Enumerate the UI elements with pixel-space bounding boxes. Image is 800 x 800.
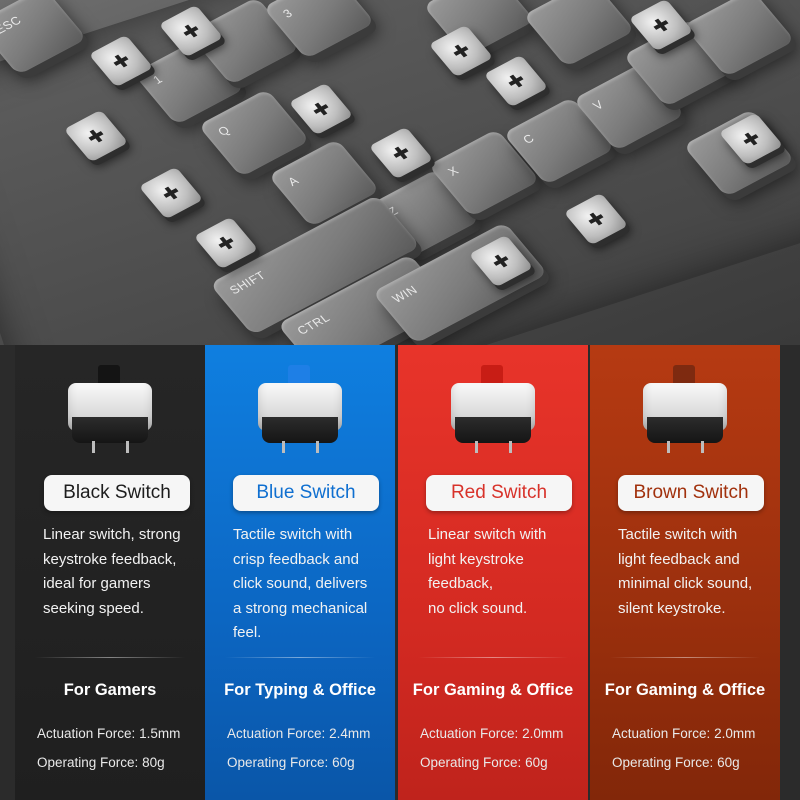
switch-base [455, 417, 531, 443]
switch-stem [673, 365, 695, 387]
use-case: For Gaming & Office [604, 681, 766, 699]
divider [35, 657, 185, 658]
spec-value: 2.0mm [714, 726, 756, 741]
switch-base [262, 417, 338, 443]
spec-value: 60g [717, 755, 740, 770]
spec-label: Actuation Force: [227, 726, 326, 741]
switch-name: Black Switch [44, 475, 190, 511]
description-line: Tactile switch with [618, 526, 738, 543]
description-line: Linear switch, strong [43, 526, 181, 543]
switch-pin [126, 441, 129, 453]
switch-stem [481, 365, 503, 387]
spec-label: Actuation Force: [37, 726, 136, 741]
description-line: seeking speed. [43, 599, 144, 617]
switch-base [72, 417, 148, 443]
divider [418, 657, 568, 658]
description-line: light keystroke [428, 550, 524, 568]
switch-card-black: Black Switch Linear switch, strong keyst… [15, 345, 205, 800]
switch-base [647, 417, 723, 443]
keycap-label: A [285, 173, 302, 189]
switch-pin [701, 441, 704, 453]
keyboard-photo: ESC 1 2 3 Q A Z X C V SHIFT CTRL WIN [0, 0, 800, 345]
description-line: ideal for gamers [43, 575, 151, 592]
use-case: For Typing & Office [224, 681, 376, 699]
description-line: feedback, [428, 575, 494, 592]
keycap-label: Q [215, 123, 233, 139]
keycap-label: 1 [150, 72, 166, 87]
keycap-label: V [590, 97, 607, 113]
description-line: keystroke feedback, [43, 550, 177, 568]
switch-pin [509, 441, 512, 453]
operating-force: Operating Force: 60g [420, 755, 585, 770]
actuation-force: Actuation Force: 2.4mm [227, 726, 392, 741]
switch-pin [475, 441, 478, 453]
description-line: light feedback and [618, 550, 740, 568]
keycap-label: X [445, 163, 462, 179]
spec-label: Operating Force: [37, 755, 139, 770]
spec-value: 60g [332, 755, 355, 770]
use-case: For Gamers [63, 681, 157, 699]
switch-card-blue: Blue Switch Tactile switch with crisp fe… [205, 345, 395, 800]
divider [610, 657, 760, 658]
switch-pin [667, 441, 670, 453]
keycap-label: C [520, 131, 538, 147]
switch-description: Linear switch, strong keystroke feedback… [43, 523, 203, 621]
description-line: click sound, delivers [233, 575, 368, 592]
switch-description: Tactile switch with light feedback and m… [618, 523, 778, 621]
divider [225, 657, 375, 658]
description-line: no click sound. [428, 599, 528, 617]
operating-force: Operating Force: 80g [37, 755, 202, 770]
spec-label: Operating Force: [420, 755, 522, 770]
spec-label: Actuation Force: [612, 726, 711, 741]
actuation-force: Actuation Force: 1.5mm [37, 726, 202, 741]
switch-name: Blue Switch [233, 475, 379, 511]
red-switch-image [443, 365, 543, 460]
keycap-label: 3 [280, 6, 296, 21]
use-case: For Gaming & Office [412, 681, 574, 699]
spec-value: 2.4mm [329, 726, 371, 741]
keycap-label: CTRL [294, 310, 333, 338]
description-line: minimal click sound, [618, 575, 753, 592]
switch-card-brown: Brown Switch Tactile switch with light f… [590, 345, 780, 800]
description-line: feel. [233, 624, 262, 641]
description-line: a strong mechanical [233, 599, 368, 617]
keycap-label: ESC [0, 13, 25, 37]
switch-pin [92, 441, 95, 453]
description-line: Tactile switch with [233, 526, 353, 543]
description-line: crisp feedback and [233, 550, 359, 568]
description-line: silent keystroke. [618, 599, 726, 617]
spec-value: 1.5mm [139, 726, 181, 741]
spec-value: 80g [142, 755, 165, 770]
switch-stem [288, 365, 310, 387]
switch-card-red: Red Switch Linear switch with light keys… [398, 345, 588, 800]
switch-description: Linear switch with light keystroke feedb… [428, 523, 588, 621]
switch-name: Brown Switch [618, 475, 764, 511]
actuation-force: Actuation Force: 2.0mm [612, 726, 777, 741]
blue-switch-image [250, 365, 350, 460]
switch-pin [282, 441, 285, 453]
spec-value: 60g [525, 755, 548, 770]
switch-pin [316, 441, 319, 453]
switch-name: Red Switch [426, 475, 572, 511]
switch-stem [98, 365, 120, 387]
keycap-label: WIN [389, 282, 421, 306]
operating-force: Operating Force: 60g [612, 755, 777, 770]
spec-label: Actuation Force: [420, 726, 519, 741]
switch-description: Tactile switch with crisp feedback and c… [233, 523, 393, 646]
black-switch-image [60, 365, 160, 460]
switch-comparison: Black Switch Linear switch, strong keyst… [0, 345, 800, 800]
keycap-label: SHIFT [226, 268, 269, 297]
brown-switch-image [635, 365, 735, 460]
spec-label: Operating Force: [612, 755, 714, 770]
description-line: Linear switch with [428, 526, 547, 543]
spec-value: 2.0mm [522, 726, 564, 741]
operating-force: Operating Force: 60g [227, 755, 392, 770]
spec-label: Operating Force: [227, 755, 329, 770]
actuation-force: Actuation Force: 2.0mm [420, 726, 585, 741]
